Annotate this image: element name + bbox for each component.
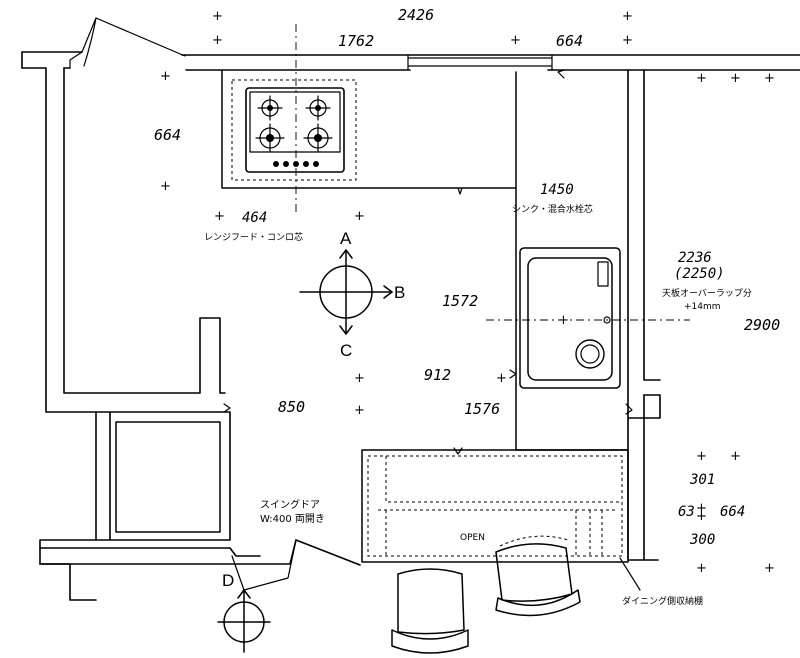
plus-mark: +: [730, 71, 741, 86]
plus-mark: +: [160, 69, 171, 84]
island-counter: [361, 449, 629, 563]
dimension-300: 300: [689, 532, 715, 548]
plus-mark: +: [496, 371, 507, 386]
plus-mark: +: [764, 71, 775, 86]
right-wall-lower: [627, 394, 659, 561]
lower-left-cabinet: [115, 421, 221, 533]
swing-door-leaf: [231, 539, 297, 591]
plus-mark: +: [730, 449, 741, 464]
plus-mark: +: [764, 561, 775, 576]
dimension-2250: (2250): [674, 266, 725, 282]
plus-mark: +: [622, 33, 633, 48]
swing-door-note: スイングドア: [260, 498, 320, 511]
sink-center-note: シンク・混合水栓芯: [512, 203, 593, 215]
island-storage-dashed: [367, 455, 623, 557]
dimension-664-top: 664: [556, 32, 583, 50]
right-wall-upper: [627, 69, 661, 419]
view-letter-a: A: [340, 229, 352, 248]
top-wall-inner: [21, 67, 800, 71]
chair-icon: [391, 568, 469, 654]
notes: レンジフード・コンロ芯 シンク・混合水栓芯 天板オーバーラップ分 +14mm ス…: [204, 203, 752, 607]
lower-wall: [39, 539, 361, 566]
dimension-1450: 1450: [540, 182, 574, 198]
range-hood-note: レンジフード・コンロ芯: [204, 231, 303, 243]
plus-mark: +: [622, 9, 633, 24]
view-marker-d-icon: [217, 589, 271, 653]
arrow-right-wall: [625, 403, 633, 415]
arrow-sink: [509, 369, 517, 379]
dimension-301: 301: [689, 472, 715, 488]
view-letter-c: C: [340, 341, 352, 360]
plus-mark: +: [212, 33, 223, 48]
dining-storage-leader: [619, 557, 641, 591]
stove-counter-outline: [221, 69, 629, 451]
plus-mark: +: [354, 371, 365, 386]
dining-storage-note: ダイニング側収納棚: [622, 595, 703, 607]
plus-mark: +: [354, 209, 365, 224]
dimension-664-left: 664: [154, 126, 181, 144]
view-direction-icon: [299, 249, 393, 335]
swing-door-width-note: W:400 両開き: [260, 513, 325, 525]
dimension-2236: 2236: [678, 250, 712, 266]
plus-mark: +: [558, 313, 569, 328]
dimension-1576: 1576: [464, 400, 500, 418]
dimension-464: 464: [242, 210, 267, 226]
plus-mark: +: [214, 209, 225, 224]
plus-mark: +: [510, 33, 521, 48]
plus-mark: +: [696, 509, 707, 524]
dimension-1572: 1572: [442, 292, 478, 310]
sink-icon: [519, 247, 621, 389]
top-wall-outer: [21, 51, 800, 56]
dimension-850: 850: [278, 398, 305, 416]
top-wall-window: [407, 54, 553, 71]
view-letter-d: D: [222, 571, 234, 590]
dimension-2900: 2900: [744, 316, 780, 334]
dimensions: 2426 1762 664 664 464 1450 2236 (2250) 1…: [154, 6, 780, 548]
lower-left-room: [95, 411, 231, 541]
dimension-2426: 2426: [398, 6, 434, 24]
stove-zone-dashed: [231, 79, 357, 181]
center-lines: [295, 24, 690, 321]
plus-mark: +: [696, 501, 707, 516]
kitchen-counters: [221, 69, 629, 563]
open-label: OPEN: [460, 533, 485, 543]
counter-overlap-note: 天板オーバーラップ分: [662, 287, 752, 299]
dimension-664-right: 664: [720, 504, 745, 520]
plus-mark: +: [160, 179, 171, 194]
walls: [21, 17, 800, 601]
plus-marks: + + + + + + + + + + + + + + + + + + + + …: [160, 9, 775, 576]
view-letters: A B C D: [222, 229, 405, 590]
dimension-1762: 1762: [338, 32, 374, 50]
gas-stove-icon: [245, 87, 345, 173]
plus-mark: +: [696, 449, 707, 464]
counter-overlap-value: +14mm: [684, 302, 721, 312]
arrows: [223, 69, 641, 591]
view-letter-b: B: [394, 283, 405, 302]
arrow-up: [457, 187, 463, 195]
chair-icon-2: [495, 535, 581, 617]
plus-mark: +: [212, 9, 223, 24]
dimension-912: 912: [424, 366, 451, 384]
arrow-top-right: [557, 69, 565, 79]
left-wall: [21, 51, 226, 601]
plus-mark: +: [696, 561, 707, 576]
arrow-island: [453, 447, 463, 455]
arrow-left: [223, 403, 231, 413]
entrance-door: [69, 17, 186, 69]
plus-mark: +: [696, 71, 707, 86]
plus-mark: +: [354, 403, 365, 418]
dimension-63: 63: [678, 504, 695, 520]
